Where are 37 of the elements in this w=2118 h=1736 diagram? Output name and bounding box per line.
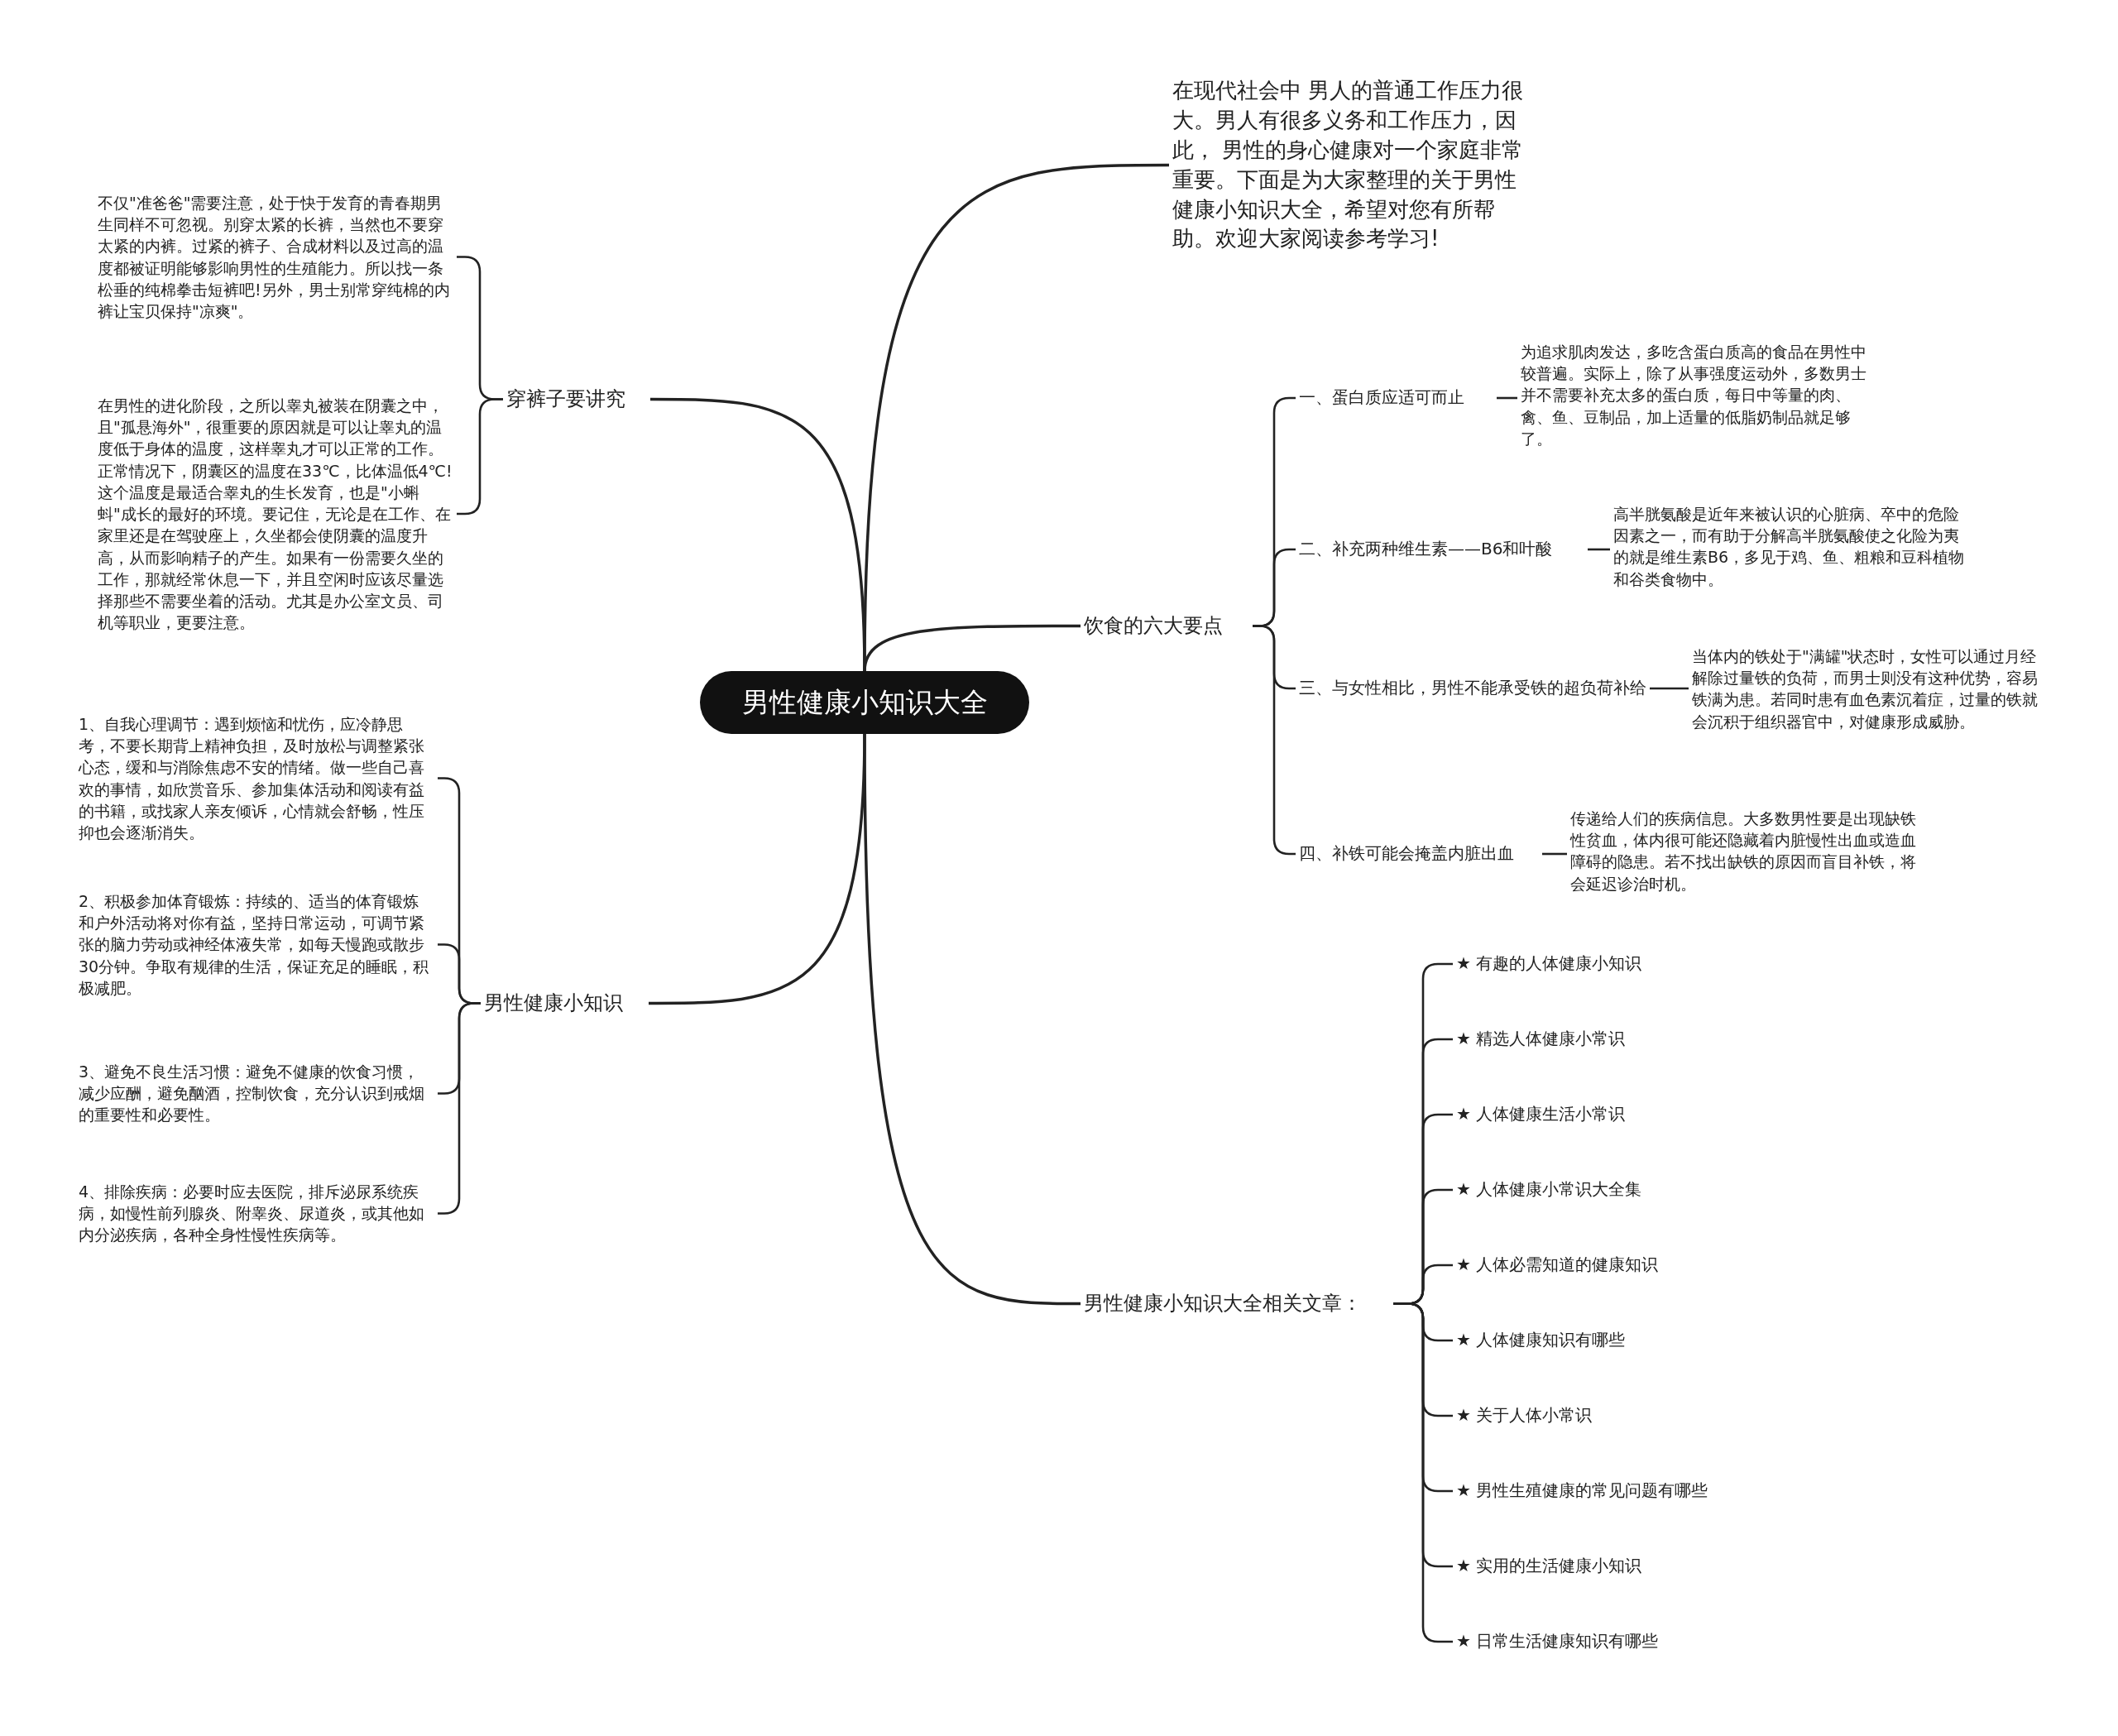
connector-line <box>1393 1302 1453 1643</box>
branch-topic: 穿裤子要讲究 <box>506 386 647 414</box>
article-link-item: ★ 人体健康知识有哪些 <box>1456 1329 1820 1352</box>
connector-line <box>1588 548 1610 551</box>
detail-paragraph: 为追求肌肉发达，多吃含蛋白质高的食品在男性中较普遍。实际上，除了从事强度运动外，多数男士并不需要补充太多的蛋白质，每日中等量的肉、禽、鱼、豆制品，加上适量的低脂奶制品就足够了。 <box>1521 341 1876 450</box>
article-link-item: ★ 关于人体小常识 <box>1456 1404 1820 1427</box>
subtopic-label: 二、补充两种维生素——B6和叶酸 <box>1299 538 1584 561</box>
article-link-item: ★ 实用的生活健康小知识 <box>1456 1555 1820 1578</box>
subtopic-label: 三、与女性相比，男性不能承受铁的超负荷补给 <box>1299 677 1646 700</box>
detail-paragraph: 不仅"准爸爸"需要注意，处于快于发育的青春期男生同样不可忽视。别穿太紧的长裤，当然也不要穿太紧的内裤。过紧的裤子、合成材料以及过高的温度都被证明能够影响男性的生殖能力。所以找一条松垂的纯棉拳击短裤吧!另外，男士别常穿纯棉的内裤让宝贝保持"凉爽"。 <box>98 192 453 323</box>
article-link-item: ★ 精选人体健康小常识 <box>1456 1028 1820 1051</box>
article-link-item: ★ 有趣的人体健康小知识 <box>1456 952 1820 976</box>
article-link-item: ★ 男性生殖健康的常见问题有哪些 <box>1456 1479 1820 1503</box>
intro-paragraph: 在现代社会中 男人的普通工作压力很大。男人有很多义务和工作压力，因此， 男性的身心健康对一个家庭非常重要。下面是为大家整理的关于男性健康小知识大全，希望对您有所帮助。欢迎大家阅读参考学习! <box>1172 76 1524 255</box>
detail-paragraph: 传递给人们的疾病信息。大多数男性要是出现缺铁性贫血，体内很可能还隐藏着内脏慢性出血或造血障碍的隐患。若不找出缺铁的原因而盲目补铁，将会延迟诊治时机。 <box>1570 808 1926 894</box>
subtopic-label: 一、蛋白质应适可而止 <box>1299 386 1493 410</box>
central-topic: 男性健康小知识大全 <box>700 671 1029 734</box>
detail-paragraph: 4、排除疾病：必要时应去医院，排斥泌尿系统疾病，如慢性前列腺炎、附睾炎、尿道炎，或其他如内分泌疾病，各种全身性慢性疾病等。 <box>79 1181 434 1246</box>
article-link-item: ★ 人体必需知道的健康知识 <box>1456 1254 1820 1277</box>
detail-paragraph: 3、避免不良生活习惯：避免不健康的饮食习惯，减少应酬，避免酗酒，控制饮食，充分认识到戒烟的重要性和必要性。 <box>79 1061 434 1126</box>
connector-line <box>1542 852 1567 856</box>
article-link-item: ★ 日常生活健康知识有哪些 <box>1456 1630 1820 1653</box>
detail-paragraph: 当体内的铁处于"满罐"状态时，女性可以通过月经解除过量铁的负荷，而男士则没有这种优势，容易铁满为患。若同时患有血色素沉着症，过量的铁就会沉积于组织器官中，对健康形成威胁。 <box>1692 645 2048 732</box>
connector-line <box>650 397 866 672</box>
connector-line <box>1650 687 1689 690</box>
detail-paragraph: 在男性的进化阶段，之所以睾丸被装在阴囊之中，且"孤悬海外"，很重要的原因就是可以让睾丸的温度低于身体的温度，这样睾丸才可以正常的工作。正常情况下，阴囊区的温度在33℃，比体温低4℃!这个温度是最适合睾丸的生长发育，也是"小蝌蚪"成长的最好的环境。要记住，无论是在工作、在家里还是在驾驶座上，久坐都会使阴囊的温度升高，从而影响精子的产生。如果有一份需要久坐的工作，那就经常休息一下，并且空闲时应该尽量选择那些不需要坐着的活动。尤其是办公室文员、司机等职业，更要注意。 <box>98 395 453 634</box>
branch-topic: 男性健康小知识 <box>484 990 645 1018</box>
branch-topic: 饮食的六大要点 <box>1084 612 1249 640</box>
detail-paragraph: 1、自我心理调节：遇到烦恼和忧伤，应冷静思考，不要长期背上精神负担，及时放松与调整紧张心态，缓和与消除焦虑不安的情绪。做一些自己喜欢的事情，如欣赏音乐、参加集体活动和阅读有益的书籍，或找家人亲友倾诉，心情就会舒畅，性压抑也会逐渐消失。 <box>79 713 434 844</box>
article-link-item: ★ 人体健康生活小常识 <box>1456 1103 1820 1126</box>
detail-paragraph: 2、积极参加体育锻炼：持续的、适当的体育锻炼和户外活动将对你有益，坚持日常运动，可调节紧张的脑力劳动或神经体液失常，如每天慢跑或散步30分钟。争取有规律的生活，保证充足的睡眠，积极减肥。 <box>79 890 434 1000</box>
article-link-item: ★ 人体健康小常识大全集 <box>1456 1178 1820 1201</box>
detail-paragraph: 高半胱氨酸是近年来被认识的心脏病、卒中的危险因素之一，而有助于分解高半胱氨酸使之化险为夷的就是维生素B6，多见于鸡、鱼、粗粮和豆科植物和谷类食物中。 <box>1613 503 1969 590</box>
branch-topic: 男性健康小知识大全相关文章： <box>1084 1290 1390 1318</box>
subtopic-label: 四、补铁可能会掩盖内脏出血 <box>1299 842 1539 866</box>
connector-line <box>1497 396 1517 400</box>
connector-line <box>649 733 866 1005</box>
